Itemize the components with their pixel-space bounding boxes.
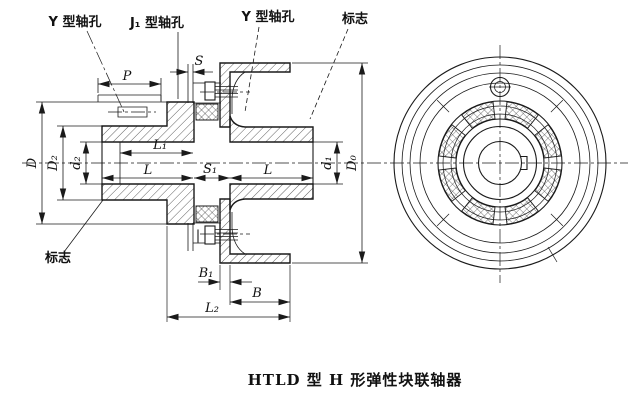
dim-label-L-right: L bbox=[263, 163, 273, 178]
dim-D2: D₂ bbox=[46, 125, 102, 201]
dim-label-d2: d₂ bbox=[69, 156, 84, 170]
dim-label-D2: D₂ bbox=[46, 155, 61, 172]
dim-L-right: L bbox=[230, 163, 313, 182]
leader-y-hole-left bbox=[86, 30, 126, 115]
brake-drum-upper-section bbox=[219, 62, 291, 128]
elastic-block bbox=[534, 124, 562, 159]
dim-B1: B₁ bbox=[198, 265, 252, 305]
section-view bbox=[22, 62, 628, 264]
dim-label-D: D bbox=[25, 157, 40, 169]
callout-y-hole-right: Y 型轴孔 bbox=[241, 9, 295, 25]
dim-d1: d₁ bbox=[313, 141, 343, 185]
callout-mark-top: 标志 bbox=[341, 11, 368, 27]
left-coupling-upper-section bbox=[101, 101, 195, 143]
dim-L2: L₂ bbox=[166, 226, 290, 322]
right-hub-upper-section bbox=[229, 115, 314, 143]
dimension-annotations: P S D D₂ d₂ bbox=[25, 54, 368, 322]
elastic-block-section-upper bbox=[195, 103, 219, 121]
dim-label-D0: D₀ bbox=[345, 154, 360, 171]
dim-label-S: S bbox=[195, 54, 204, 69]
elastic-block bbox=[504, 197, 539, 225]
callout-y-hole-left: Y 型轴孔 bbox=[48, 14, 102, 30]
dim-label-B1: B₁ bbox=[198, 266, 214, 281]
dim-S: S bbox=[170, 54, 213, 76]
dim-label-L-left: L bbox=[143, 163, 153, 178]
dim-S1: S₁ bbox=[194, 162, 230, 182]
dim-B: B bbox=[230, 265, 291, 322]
right-half-coupling-brake-drum bbox=[219, 62, 314, 264]
elastic-block bbox=[461, 101, 496, 129]
callout-j1-hole: J₁ 型轴孔 bbox=[129, 15, 184, 31]
dim-L-left: L bbox=[102, 163, 193, 182]
dim-P: P bbox=[97, 69, 162, 101]
drum-fillet-lower bbox=[231, 212, 246, 255]
dim-D: D bbox=[25, 101, 167, 225]
elastic-block bbox=[534, 167, 562, 202]
leader-mark-top bbox=[309, 28, 349, 120]
clamp-screw-head-lower bbox=[204, 225, 216, 245]
callout-mark-bottom: 标志 bbox=[44, 250, 71, 266]
elastic-block bbox=[461, 197, 496, 225]
diagonal-tick-marks bbox=[436, 99, 564, 263]
leader-mark-bottom bbox=[63, 199, 104, 253]
dim-label-L1: L₁ bbox=[152, 138, 167, 153]
callout-labels: Y 型轴孔 J₁ 型轴孔 Y 型轴孔 标志 标志 bbox=[44, 9, 368, 266]
center-assembly-lower bbox=[187, 205, 250, 251]
brake-drum-lower-section bbox=[219, 198, 291, 264]
left-half-coupling bbox=[97, 94, 195, 225]
elastic-block bbox=[438, 124, 466, 159]
left-coupling-lower-section bbox=[101, 183, 195, 225]
dim-D0: D₀ bbox=[292, 62, 368, 264]
dim-label-S1: S₁ bbox=[203, 162, 217, 177]
dim-label-B: B bbox=[251, 286, 262, 301]
drawing-caption: HTLD 型 H 形弹性块联轴器 bbox=[248, 371, 463, 389]
y-hole-phantom-detail bbox=[97, 94, 162, 118]
dim-label-d1: d₁ bbox=[320, 156, 335, 170]
dim-label-P: P bbox=[122, 69, 132, 84]
clamp-screw-head bbox=[204, 81, 216, 101]
end-view bbox=[393, 45, 607, 283]
dim-label-L2: L₂ bbox=[204, 301, 219, 316]
keyway-notch bbox=[519, 155, 528, 171]
elastic-block bbox=[438, 167, 466, 202]
drum-fillet-upper bbox=[231, 71, 246, 114]
dim-d2: d₂ bbox=[69, 141, 102, 185]
leader-y-hole-right bbox=[244, 26, 260, 113]
elastic-block-ring bbox=[438, 101, 562, 225]
elastic-block-section-lower bbox=[195, 205, 219, 223]
right-hub-lower-section bbox=[229, 183, 314, 211]
elastic-block bbox=[504, 101, 539, 129]
dim-L1: L₁ bbox=[120, 138, 193, 157]
